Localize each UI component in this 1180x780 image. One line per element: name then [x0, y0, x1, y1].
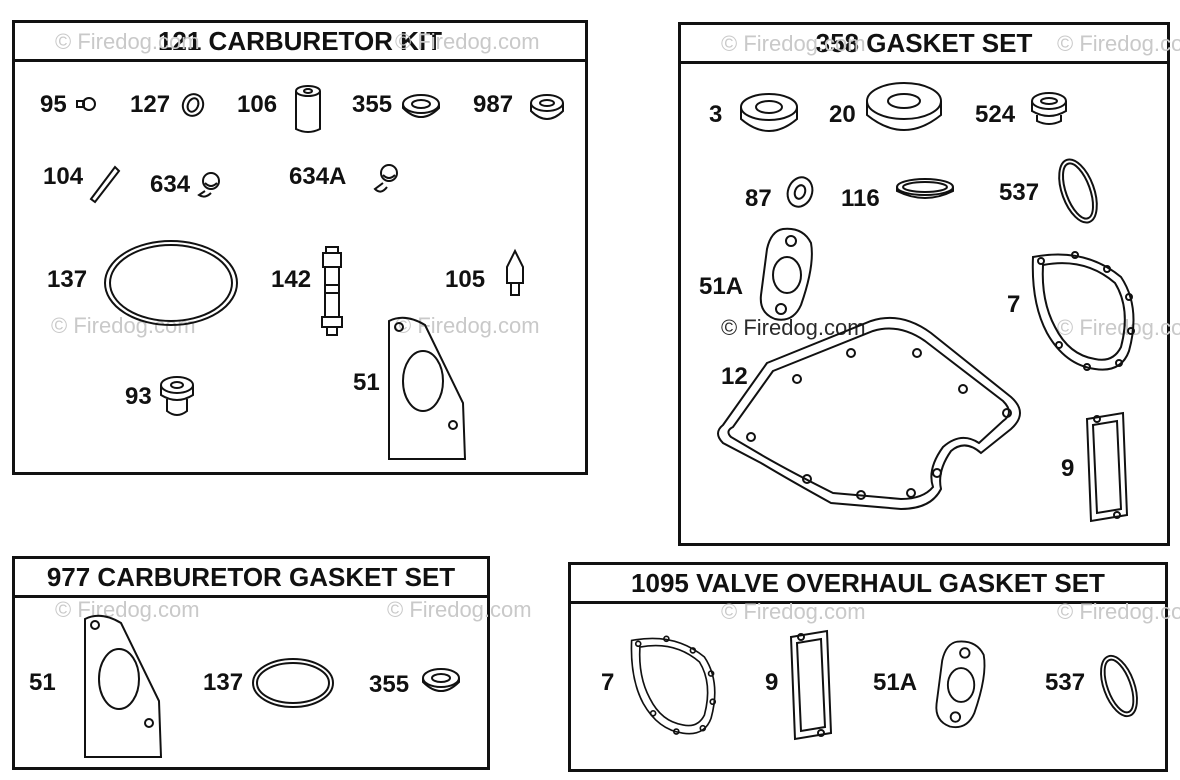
cover-gasket-part-7 [1031, 251, 1135, 371]
nozzle-part-142 [321, 246, 343, 336]
part-label-9: 9 [1061, 455, 1075, 482]
gasket-set-title: 358 GASKET SET [681, 25, 1167, 64]
crankcase-gasket-part-12 [717, 316, 1021, 511]
part-label-12: 12 [721, 363, 748, 390]
part-label-987: 987 [473, 91, 514, 118]
watermark: © Firedog.com [55, 29, 200, 54]
part-label-116: 116 [841, 185, 880, 212]
part-label-634: 634 [150, 171, 191, 198]
gasket-ring-part-137 [252, 658, 334, 708]
watermark: © Firedog.com [721, 599, 866, 624]
part-label-51: 51 [29, 669, 56, 696]
gasket-set-panel: 358 GASKET SET © Firedog.com © Firedog.c… [678, 22, 1180, 546]
part-label-105: 105 [445, 266, 486, 293]
part-label-51: 51 [353, 369, 380, 396]
part-label-20: 20 [829, 101, 856, 128]
gasket-part-51A [759, 227, 813, 321]
carburetor-gasket-set-panel: 977 CARBURETOR GASKET SET © Firedog.com … [12, 556, 532, 770]
cover-gasket-part-7 [630, 635, 717, 735]
watermark: © Firedog.com [387, 597, 532, 622]
float-part-106 [295, 85, 321, 133]
part-label-7: 7 [1007, 291, 1021, 318]
gasket-part-51A [935, 640, 986, 729]
seal-part-355 [422, 668, 460, 692]
spring-part-634A [373, 164, 398, 193]
part-label-7: 7 [601, 669, 615, 696]
watermark: © Firedog.com [55, 597, 200, 622]
part-label-95: 95 [40, 91, 67, 118]
part-label-634A: 634A [289, 163, 347, 190]
part-label-87: 87 [745, 185, 772, 212]
part-label-524: 524 [975, 101, 1016, 128]
breather-gasket-part-9 [789, 629, 833, 741]
seal-part-524 [1031, 92, 1067, 125]
plug-part-93 [160, 376, 194, 416]
seal-part-20 [866, 82, 942, 131]
valve-overhaul-gasket-set-panel: 1095 VALVE OVERHAUL GASKET SET © Firedog… [568, 562, 1180, 772]
gasket-plate-part-51 [388, 316, 467, 460]
seal-part-3 [740, 93, 798, 132]
pin-part-104 [89, 165, 121, 204]
ring-part-537 [1058, 158, 1098, 224]
gasket-ring-part-137 [104, 240, 238, 326]
watermark: © Firedog.com [721, 31, 866, 56]
part-label-104: 104 [43, 163, 84, 190]
spring-part-634 [197, 172, 220, 198]
breather-gasket-part-9 [1085, 411, 1129, 523]
bushing-part-987 [530, 94, 564, 120]
seal-part-355 [402, 94, 440, 118]
watermark: © Firedog.com [1057, 599, 1180, 624]
gasket-plate-part-51 [84, 614, 163, 758]
watermark: © Firedog.com [721, 315, 866, 340]
part-label-355: 355 [352, 91, 393, 118]
part-label-106: 106 [237, 91, 278, 118]
carburetor-gasket-set-title: 977 CARBURETOR GASKET SET [15, 559, 487, 598]
part-label-93: 93 [125, 383, 152, 410]
watermark: © Firedog.com [395, 29, 540, 54]
part-label-142: 142 [271, 266, 312, 293]
carburetor-kit-panel: 121 CARBURETOR KIT © Firedog.com © Fired… [12, 20, 588, 475]
part-label-51A: 51A [699, 273, 744, 300]
carburetor-kit-title: 121 CARBURETOR KIT [15, 23, 585, 62]
part-label-137: 137 [47, 266, 88, 293]
part-label-537: 537 [1045, 669, 1086, 696]
part-label-51A: 51A [873, 669, 918, 696]
part-label-537: 537 [999, 179, 1040, 206]
part-label-355: 355 [369, 671, 410, 698]
ring-part-116 [896, 178, 954, 199]
screw-part-95 [76, 97, 96, 111]
part-label-127: 127 [130, 91, 171, 118]
part-label-3: 3 [709, 101, 723, 128]
ring-part-537 [1100, 654, 1138, 718]
valve-overhaul-gasket-set-title: 1095 VALVE OVERHAUL GASKET SET [571, 565, 1165, 604]
part-label-137: 137 [203, 669, 244, 696]
ring-part-127 [181, 93, 205, 117]
watermark: © Firedog.com [395, 313, 540, 338]
watermark: © Firedog.com [1057, 315, 1180, 340]
needle-part-105 [506, 248, 524, 296]
watermark: © Firedog.com [1057, 31, 1180, 56]
part-label-9: 9 [765, 669, 779, 696]
ring-part-87 [786, 176, 814, 208]
